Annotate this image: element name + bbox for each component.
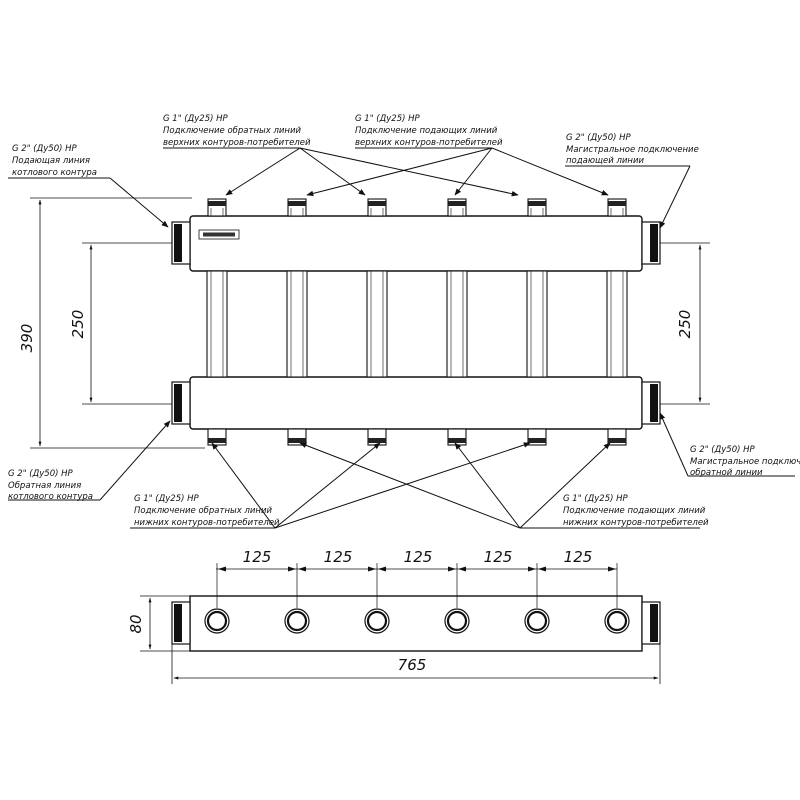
label-line: G 1" (Ду25) НР [134,494,200,504]
label-line: G 2" (Ду50) НР [566,133,632,143]
lower-outlet-nipple [207,428,227,446]
connecting-tube [446,270,468,378]
label-main-supply-right: G 2" (Ду50) НР Магистральное подключение… [566,133,699,166]
plan-view-ports [204,608,630,634]
label-line: Магистральное подключение [690,457,800,467]
label-line: котлового контура [8,492,93,502]
label-supply-lower: G 1" (Ду25) НР Подключение подающих лини… [563,494,709,528]
dim-spacing-right: 250 [676,310,694,339]
label-line: Магистральное подключение [566,145,699,155]
upper-outlet-nipple [607,198,627,217]
leader-lines [8,147,795,529]
label-line: котлового контура [12,168,97,178]
upper-outlet-nipple [207,198,227,217]
label-boiler-return-left: G 2" (Ду50) НР Обратная линия котлового … [8,469,93,502]
dim-pitch: 125 [404,548,433,566]
upper-header [171,215,661,272]
label-line: Подающая линия [12,156,90,166]
label-return-upper: G 1" (Ду25) НР Подключение обратных лини… [163,114,311,148]
upper-outlet-nipples [207,198,627,217]
plan-view-port [604,608,630,634]
label-line: нижних контуров-потребителей [563,518,709,528]
plan-view-port [284,608,310,634]
label-line: верхних контуров-потребителей [163,138,311,148]
label-line: G 1" (Ду25) НР [563,494,629,504]
dim-total-height: 390 [18,324,36,353]
lower-outlet-nipple [367,428,387,446]
label-line: G 2" (Ду50) НР [8,469,74,479]
label-line: G 2" (Ду50) НР [690,445,756,455]
label-line: Подключение обратных линий [134,506,272,516]
upper-outlet-nipple [447,198,467,217]
label-line: Обратная линия [8,481,81,491]
lower-outlet-nipple [607,428,627,446]
dim-pitch: 125 [484,548,513,566]
plan-view-port [524,608,550,634]
lower-outlet-nipple [527,428,547,446]
upper-outlet-nipple [527,198,547,217]
dim-pitch: 125 [564,548,593,566]
lower-header [171,376,661,430]
label-line: обратной линии [690,468,763,478]
dim-pitch: 125 [324,548,353,566]
label-line: нижних контуров-потребителей [134,518,280,528]
label-main-return-right: G 2" (Ду50) НР Магистральное подключение… [690,445,800,478]
dim-pitch: 125 [243,548,272,566]
label-line: G 1" (Ду25) НР [355,114,421,124]
connecting-tube [606,270,628,378]
plan-view [171,595,661,652]
lower-outlet-nipple [447,428,467,446]
connecting-tube [206,270,228,378]
label-line: G 1" (Ду25) НР [163,114,229,124]
plan-view-port [444,608,470,634]
connecting-tube [366,270,388,378]
label-supply-upper: G 1" (Ду25) НР Подключение подающих лини… [355,114,503,148]
label-line: G 2" (Ду50) НР [12,144,78,154]
label-return-lower: G 1" (Ду25) НР Подключение обратных лини… [134,494,280,528]
lower-outlet-nipple [287,428,307,446]
lower-outlet-nipples [207,428,627,446]
label-line: Подключение обратных линий [163,126,301,136]
plan-view-port [364,608,390,634]
label-boiler-supply-left: G 2" (Ду50) НР Подающая линия котлового … [12,144,97,178]
label-line: Подключение подающих линий [355,126,498,136]
dim-depth: 80 [127,614,145,633]
dim-spacing-left: 250 [69,310,87,339]
label-line: подающей линии [566,156,644,166]
label-line: верхних контуров-потребителей [355,138,503,148]
connecting-tubes [206,270,628,378]
upper-outlet-nipple [367,198,387,217]
plan-view-port [204,608,230,634]
dim-length: 765 [398,656,427,674]
connecting-tube [286,270,308,378]
connecting-tube [526,270,548,378]
dimension-lines [30,197,710,449]
label-line: Подключение подающих линий [563,506,706,516]
plan-dimension-lines [140,563,661,684]
upper-outlet-nipple [287,198,307,217]
